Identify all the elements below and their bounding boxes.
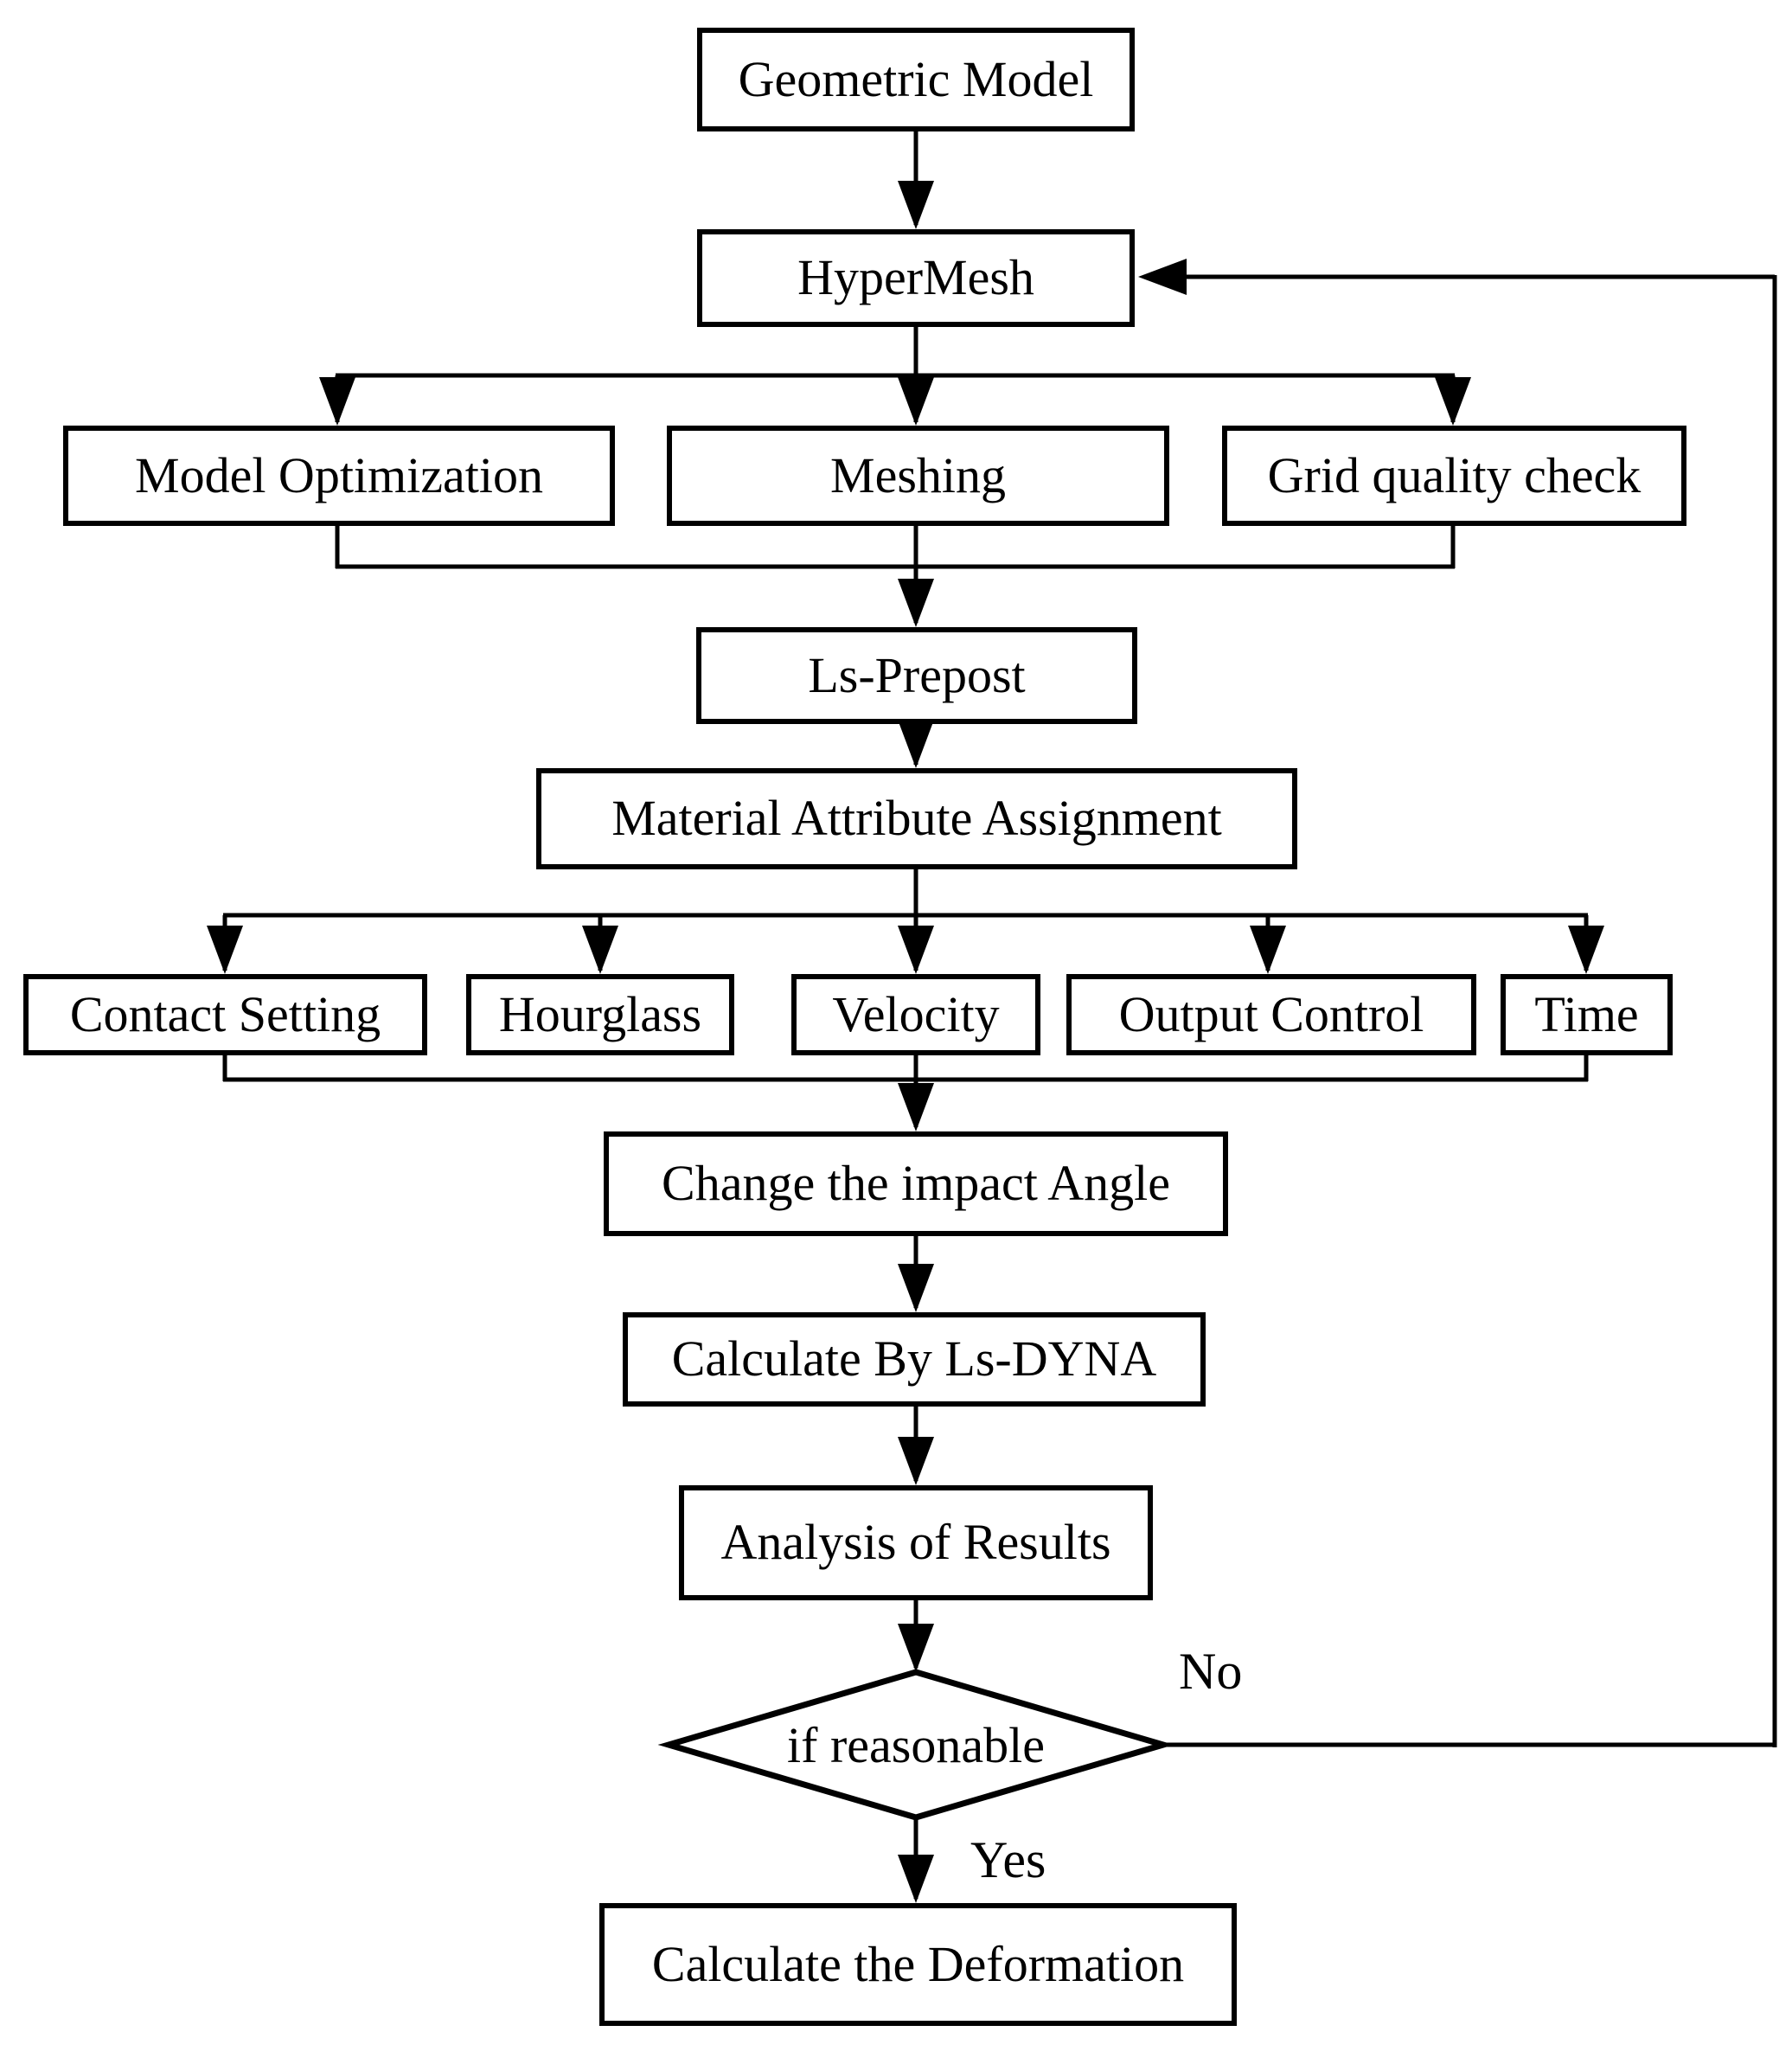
edge-label-yes: Yes [970, 1831, 1046, 1888]
arrowhead-into-calculate-dyna [898, 1264, 934, 1312]
node-contact-setting: Contact Setting [23, 974, 427, 1055]
node-model-optimization-label: Model Optimization [135, 446, 543, 503]
node-material-attribute-assignment: Material Attribute Assignment [536, 768, 1297, 869]
node-analysis-of-results-label: Analysis of Results [720, 1514, 1111, 1571]
node-calculate-by-ls-dyna: Calculate By Ls-DYNA [623, 1312, 1206, 1407]
node-geometric-model-label: Geometric Model [738, 50, 1094, 107]
node-calculate-by-ls-dyna-label: Calculate By Ls-DYNA [671, 1330, 1157, 1388]
arrowhead-into-analysis [898, 1437, 934, 1485]
node-velocity-label: Velocity [832, 985, 1000, 1042]
arrowhead-into-model-optimization [319, 377, 355, 426]
arrowhead-into-ls-prepost [898, 579, 934, 627]
node-if-reasonable-label: if reasonable [787, 1716, 1045, 1773]
node-calculate-deformation-label: Calculate the Deformation [651, 1935, 1185, 1992]
node-time: Time [1501, 974, 1673, 1055]
node-hypermesh-label: HyperMesh [797, 249, 1034, 306]
node-velocity: Velocity [791, 974, 1040, 1055]
arrowhead-into-hourglass [582, 926, 618, 974]
node-if-reasonable: if reasonable [669, 1672, 1163, 1817]
node-hypermesh: HyperMesh [697, 229, 1135, 327]
node-ls-prepost: Ls-Prepost [696, 627, 1137, 724]
node-analysis-of-results: Analysis of Results [679, 1485, 1153, 1600]
node-change-impact-angle: Change the impact Angle [604, 1131, 1228, 1236]
node-grid-quality-check: Grid quality check [1222, 426, 1686, 526]
arrowhead-into-hypermesh [898, 181, 934, 229]
node-change-impact-angle-label: Change the impact Angle [662, 1155, 1170, 1212]
node-model-optimization: Model Optimization [63, 426, 615, 526]
arrowhead-into-hypermesh-feedback [1138, 259, 1187, 295]
arrowhead-into-output-control [1250, 926, 1286, 974]
node-meshing-label: Meshing [830, 446, 1006, 503]
node-contact-setting-label: Contact Setting [69, 985, 381, 1042]
node-geometric-model: Geometric Model [697, 28, 1135, 131]
arrowhead-into-meshing [898, 377, 934, 426]
arrowhead-into-grid-quality-check [1435, 377, 1471, 426]
arrowhead-into-calculate-deformation [898, 1855, 934, 1903]
node-material-attribute-assignment-label: Material Attribute Assignment [611, 790, 1222, 847]
arrowhead-into-change-angle [898, 1083, 934, 1131]
node-meshing: Meshing [667, 426, 1169, 526]
node-grid-quality-check-label: Grid quality check [1267, 446, 1642, 503]
node-hourglass: Hourglass [466, 974, 734, 1055]
edge-label-no: No [1179, 1643, 1243, 1700]
arrowhead-into-velocity [898, 926, 934, 974]
arrowhead-into-material-attribute [898, 720, 934, 768]
node-output-control-label: Output Control [1118, 985, 1424, 1042]
arrowhead-into-time [1568, 926, 1604, 974]
node-output-control: Output Control [1066, 974, 1476, 1055]
node-ls-prepost-label: Ls-Prepost [808, 646, 1026, 703]
node-calculate-deformation: Calculate the Deformation [599, 1903, 1237, 2026]
arrowhead-into-contact-setting [207, 926, 243, 974]
node-hourglass-label: Hourglass [498, 985, 702, 1042]
node-time-label: Time [1534, 985, 1639, 1042]
arrowhead-into-decision [898, 1624, 934, 1672]
